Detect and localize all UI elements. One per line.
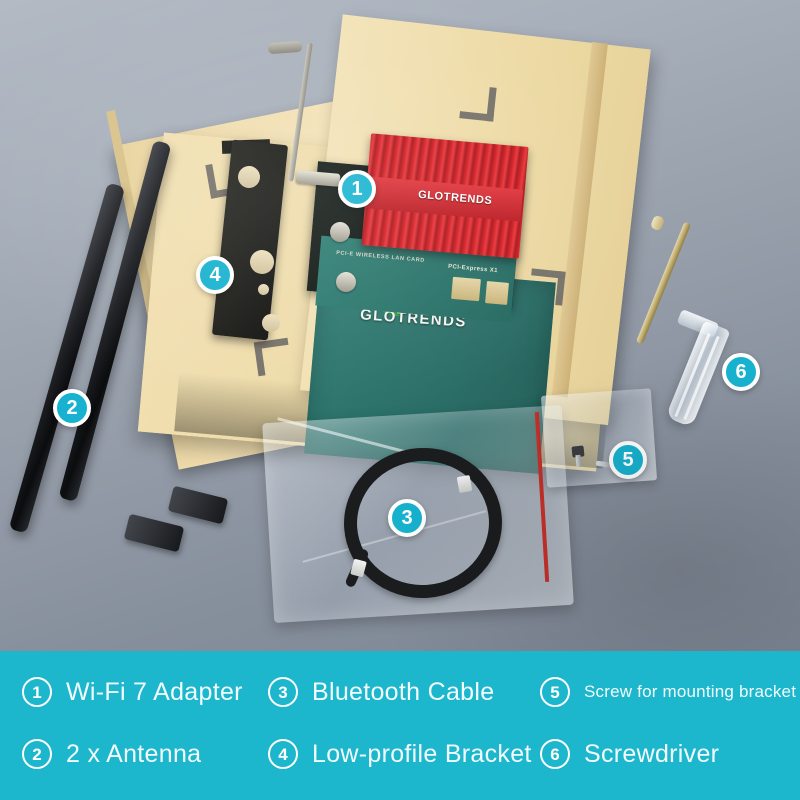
screwdriver-tip [649, 214, 666, 232]
legend-badge-3: 3 [268, 677, 298, 707]
legend-badge-2: 2 [22, 739, 52, 769]
antenna-hinge [123, 513, 185, 553]
legend-column-3: 5 Screw for mounting bracket 6 Screwdriv… [540, 651, 798, 800]
legend-column-2: 3 Bluetooth Cable 4 Low-profile Bracket [268, 651, 533, 800]
legend-item-2: 2 2 x Antenna [22, 739, 201, 769]
legend-label-5: Screw for mounting bracket [584, 682, 797, 701]
legend-item-6: 6 Screwdriver [540, 739, 719, 769]
legend-label-1: Wi-Fi 7 Adapter [66, 677, 243, 706]
screwdriver-shaft [635, 221, 692, 345]
legend-item-3: 3 Bluetooth Cable [268, 677, 494, 707]
photo-callout-3: 3 [388, 499, 426, 537]
cable-connector [456, 474, 473, 494]
antenna-hinge [167, 485, 229, 525]
legend-banner: 1 Wi-Fi 7 Adapter 2 2 x Antenna 3 Blueto… [0, 651, 800, 800]
antenna-connector-tip [267, 40, 303, 55]
legend-item-1: 1 Wi-Fi 7 Adapter [22, 677, 243, 707]
pcie-gold-finger [485, 281, 509, 305]
photo-callout-5: 5 [609, 441, 647, 479]
legend-badge-1: 1 [22, 677, 52, 707]
legend-label-3: Bluetooth Cable [312, 677, 495, 706]
product-photo: GLOTRENDS GLOTRENDS PCI-E WIRELESS LAN C… [0, 0, 800, 651]
photo-callout-2: 2 [53, 389, 91, 427]
photo-callout-1: 1 [338, 170, 376, 208]
legend-badge-4: 4 [268, 739, 298, 769]
legend-item-5: 5 Screw for mounting bracket [540, 677, 796, 707]
photo-callout-4: 4 [196, 256, 234, 294]
photo-callout-6: 6 [722, 353, 760, 391]
box-corner-mark-icon [253, 337, 292, 377]
legend-column-1: 1 Wi-Fi 7 Adapter 2 2 x Antenna [22, 651, 272, 800]
legend-badge-6: 6 [540, 739, 570, 769]
legend-item-4: 4 Low-profile Bracket [268, 739, 532, 769]
pcie-gold-finger [451, 276, 481, 302]
legend-label-4: Low-profile Bracket [312, 739, 532, 768]
box-corner-mark-icon [459, 84, 497, 122]
legend-badge-5: 5 [540, 677, 570, 707]
legend-label-2: 2 x Antenna [66, 739, 202, 768]
legend-label-6: Screwdriver [584, 739, 720, 768]
